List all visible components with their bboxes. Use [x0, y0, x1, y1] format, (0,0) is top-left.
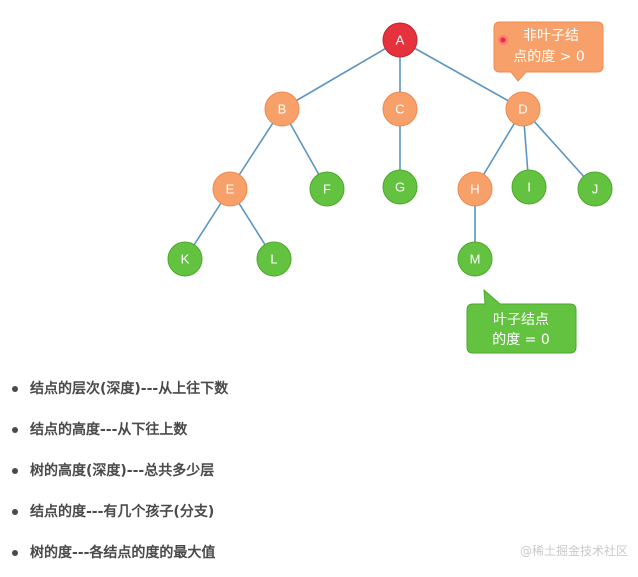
bullet-item: 结点的度---有几个孩子(分支) [8, 495, 228, 536]
node-label: L [270, 252, 277, 267]
node-label: B [278, 102, 287, 117]
tree-edges [184, 39, 596, 260]
node-circle [511, 169, 547, 205]
bullet-text: 结点的层次(深度)---从上往下数 [30, 381, 229, 397]
node-circle [457, 171, 493, 207]
bullet-dot [12, 509, 18, 515]
node-circle [382, 169, 418, 205]
tree-node-L: L [256, 241, 292, 277]
bullet-item: 结点的层次(深度)---从上往下数 [8, 372, 228, 413]
node-label: J [592, 182, 599, 197]
bullet-dot [12, 386, 18, 392]
bullet-item: 结点的高度---从下往上数 [8, 413, 228, 454]
bullet-dot [12, 550, 18, 556]
bullet-item: 树的高度(深度)---总共多少层 [8, 454, 228, 495]
tree-node-I: I [511, 169, 547, 205]
node-circle [309, 171, 345, 207]
node-label: M [470, 252, 481, 267]
watermark: @稀土掘金技术社区 [519, 544, 628, 558]
node-label: A [396, 33, 405, 48]
tree-node-C: C [382, 91, 418, 127]
node-circle [167, 241, 203, 277]
node-circle [264, 91, 300, 127]
node-circle [256, 241, 292, 277]
node-label: H [470, 182, 479, 197]
callout-non-leaf-line2: 点的度 > 0 [513, 49, 585, 65]
tree-node-E: E [212, 171, 248, 207]
node-circle [212, 171, 248, 207]
bullet-item: 树的度---各结点的度的最大值 [8, 536, 228, 577]
tree-diagram: A B C D E F G H I J K L M 非叶子结 点的度 > 0 叶子结点 的度 = 0 [167, 21, 613, 354]
edge-D-J [522, 108, 596, 190]
callout-non-leaf: 非叶子结 点的度 > 0 [493, 21, 604, 82]
tree-node-D: D [505, 91, 541, 127]
tree-node-J: J [577, 171, 613, 207]
bullet-list: 结点的层次(深度)---从上往下数 结点的高度---从下往上数 树的高度(深度)… [8, 372, 228, 577]
node-label: G [395, 180, 405, 195]
bullet-dot [12, 468, 18, 474]
bullet-text: 结点的度---有几个孩子(分支) [30, 504, 215, 520]
node-label: K [181, 252, 190, 267]
callout-leaf-line1: 叶子结点 [493, 312, 549, 328]
node-circle [577, 171, 613, 207]
node-label: D [518, 102, 527, 117]
node-label: F [323, 182, 331, 197]
tree-node-A: A [382, 22, 418, 58]
tree-node-F: F [309, 171, 345, 207]
callout-leaf-line2: 的度 = 0 [492, 332, 550, 348]
node-circle [505, 91, 541, 127]
node-label: C [395, 102, 404, 117]
node-circle [382, 22, 418, 58]
tree-nodes: A B C D E F G H I J K L M [167, 22, 613, 277]
tree-node-M: M [457, 241, 493, 277]
tree-node-G: G [382, 169, 418, 205]
bullet-text: 树的高度(深度)---总共多少层 [30, 463, 215, 479]
tree-node-B: B [264, 91, 300, 127]
node-circle [457, 241, 493, 277]
tree-node-H: H [457, 171, 493, 207]
node-label: I [527, 180, 531, 195]
node-circle [382, 91, 418, 127]
tree-node-K: K [167, 241, 203, 277]
bullet-text: 树的度---各结点的度的最大值 [30, 545, 216, 561]
bullet-dot [12, 427, 18, 433]
callout-non-leaf-line1: 非叶子结 [523, 28, 579, 44]
node-label: E [226, 182, 235, 197]
edge-A-D [399, 39, 524, 110]
callout-leaf: 叶子结点 的度 = 0 [466, 288, 577, 354]
edge-A-B [281, 39, 401, 110]
bullet-text: 结点的高度---从下往上数 [30, 422, 188, 438]
